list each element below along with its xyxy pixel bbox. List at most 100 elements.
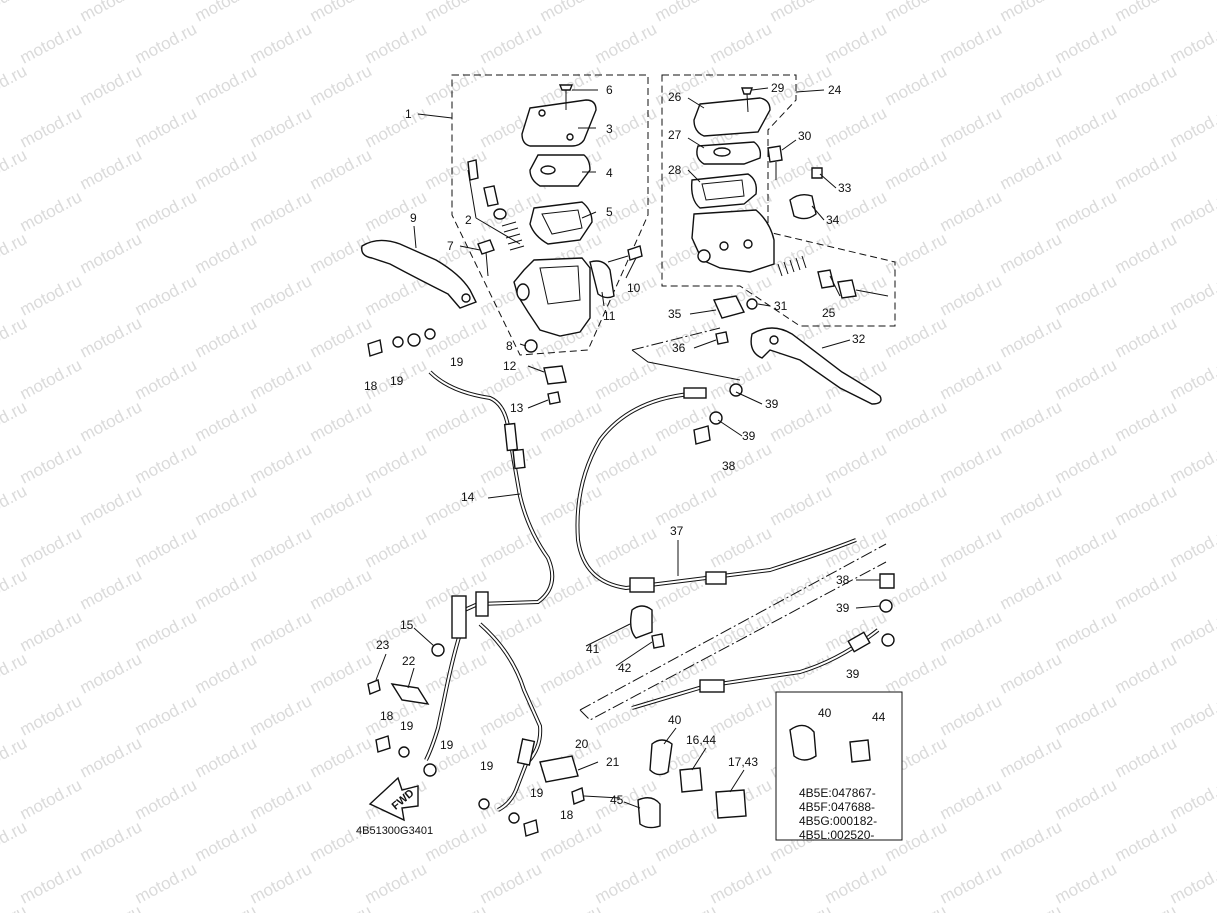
watermark-text: motod.ru — [767, 0, 835, 26]
fittings-and-bolts — [367, 328, 895, 837]
watermark-text: motod.ru — [192, 481, 260, 529]
watermark-text: motod.ru — [822, 187, 890, 235]
watermark-text: motod.ru — [537, 0, 605, 26]
watermark-text: motod.ru — [422, 481, 490, 529]
watermark-text: motod.ru — [192, 901, 260, 913]
watermark-text: motod.ru — [592, 103, 660, 151]
inset-label-44: 44 — [872, 710, 886, 724]
watermark-text: motod.ru — [192, 145, 260, 193]
watermark-text: motod.ru — [0, 733, 30, 781]
watermark-text: motod.ru — [1052, 691, 1120, 739]
watermark-text: motod.ru — [362, 187, 430, 235]
watermark-text: motod.ru — [822, 103, 890, 151]
watermark-text: motod.ru — [1112, 0, 1180, 26]
watermark-text: motod.ru — [1112, 313, 1180, 361]
watermark-text: motod.ru — [0, 61, 30, 109]
watermark-text: motod.ru — [247, 103, 315, 151]
watermark-text: motod.ru — [192, 397, 260, 445]
watermark-text: motod.ru — [1167, 355, 1217, 403]
watermark-text: motod.ru — [362, 859, 430, 907]
callout-39-upper-a: 39 — [765, 397, 779, 411]
inset-serial-1: 4B5E:047867- — [799, 786, 876, 800]
watermark-text: motod.ru — [422, 397, 490, 445]
watermark-text: motod.ru — [0, 481, 30, 529]
watermark-text: motod.ru — [192, 229, 260, 277]
callout-38-lower: 38 — [836, 573, 850, 587]
watermark-text: motod.ru — [997, 229, 1065, 277]
watermark-text: motod.ru — [1052, 859, 1120, 907]
watermark-text: motod.ru — [77, 817, 145, 865]
watermark-text: motod.ru — [132, 19, 200, 67]
watermark-text: motod.ru — [247, 691, 315, 739]
watermark-text: motod.ru — [307, 145, 375, 193]
watermark-text: motod.ru — [0, 0, 30, 26]
watermark-text: motod.ru — [1167, 775, 1217, 823]
watermark-text: motod.ru — [192, 565, 260, 613]
watermark-text: motod.ru — [652, 0, 720, 26]
callout-31: 31 — [774, 299, 788, 313]
watermark-text: motod.ru — [937, 355, 1005, 403]
watermark-text: motod.ru — [1167, 691, 1217, 739]
watermark-text: motod.ru — [307, 733, 375, 781]
watermark-text: motod.ru — [77, 397, 145, 445]
watermark-text: motod.ru — [77, 313, 145, 361]
watermark-text: motod.ru — [822, 859, 890, 907]
callout-16-44: 16,44 — [686, 733, 716, 747]
watermark-text: motod.ru — [997, 61, 1065, 109]
callout-10: 10 — [627, 281, 641, 295]
callout-33: 33 — [838, 181, 852, 195]
watermark-text: motod.ru — [882, 397, 950, 445]
watermark-text: motod.ru — [17, 19, 85, 67]
callout-34: 34 — [826, 213, 840, 227]
watermark-text: motod.ru — [937, 271, 1005, 319]
watermark-text: motod.ru — [247, 775, 315, 823]
callout-23: 23 — [376, 638, 390, 652]
callout-4: 4 — [606, 166, 613, 180]
watermark-text: motod.ru — [1052, 355, 1120, 403]
watermark-text: motod.ru — [882, 145, 950, 193]
callout-14: 14 — [461, 490, 475, 504]
callout-42: 42 — [618, 661, 632, 675]
watermark-text: motod.ru — [132, 607, 200, 655]
callout-12: 12 — [503, 359, 517, 373]
drawing-code: 4B51300G3401 — [356, 825, 433, 837]
watermark-text: motod.ru — [1112, 61, 1180, 109]
watermark-text: motod.ru — [132, 355, 200, 403]
watermark-text: motod.ru — [247, 439, 315, 487]
watermark-text: motod.ru — [132, 103, 200, 151]
watermark-text: motod.ru — [0, 901, 30, 913]
watermark-text: motod.ru — [1052, 607, 1120, 655]
watermark-text: motod.ru — [997, 481, 1065, 529]
watermark-text: motod.ru — [1167, 859, 1217, 907]
watermark-text: motod.ru — [77, 229, 145, 277]
callout-36: 36 — [672, 341, 686, 355]
watermark-text: motod.ru — [937, 691, 1005, 739]
watermark-text: motod.ru — [1112, 901, 1180, 913]
watermark-text: motod.ru — [707, 523, 775, 571]
inset-label-40: 40 — [818, 706, 832, 720]
watermark-text: motod.ru — [247, 355, 315, 403]
watermark-text: motod.ru — [477, 859, 545, 907]
watermark-text: motod.ru — [937, 103, 1005, 151]
watermark-text: motod.ru — [1052, 523, 1120, 571]
watermark-text: motod.ru — [652, 313, 720, 361]
watermark-text: motod.ru — [1112, 649, 1180, 697]
watermark-text: motod.ru — [537, 817, 605, 865]
watermark-text: motod.ru — [937, 439, 1005, 487]
callout-18-mid: 18 — [380, 709, 394, 723]
callout-8: 8 — [506, 339, 513, 353]
watermark-text: motod.ru — [0, 145, 30, 193]
watermark-text: motod.ru — [1112, 565, 1180, 613]
watermark-text: motod.ru — [307, 61, 375, 109]
callout-9: 9 — [410, 211, 417, 225]
watermark-text: motod.ru — [882, 229, 950, 277]
watermark-text: motod.ru — [1052, 103, 1120, 151]
watermark-text: motod.ru — [882, 901, 950, 913]
front-master-cylinder-group — [361, 74, 649, 405]
callout-13: 13 — [510, 401, 524, 415]
watermark-text: motod.ru — [1167, 607, 1217, 655]
watermark-text: motod.ru — [937, 775, 1005, 823]
watermark-text: motod.ru — [77, 901, 145, 913]
watermark-text: motod.ru — [307, 649, 375, 697]
